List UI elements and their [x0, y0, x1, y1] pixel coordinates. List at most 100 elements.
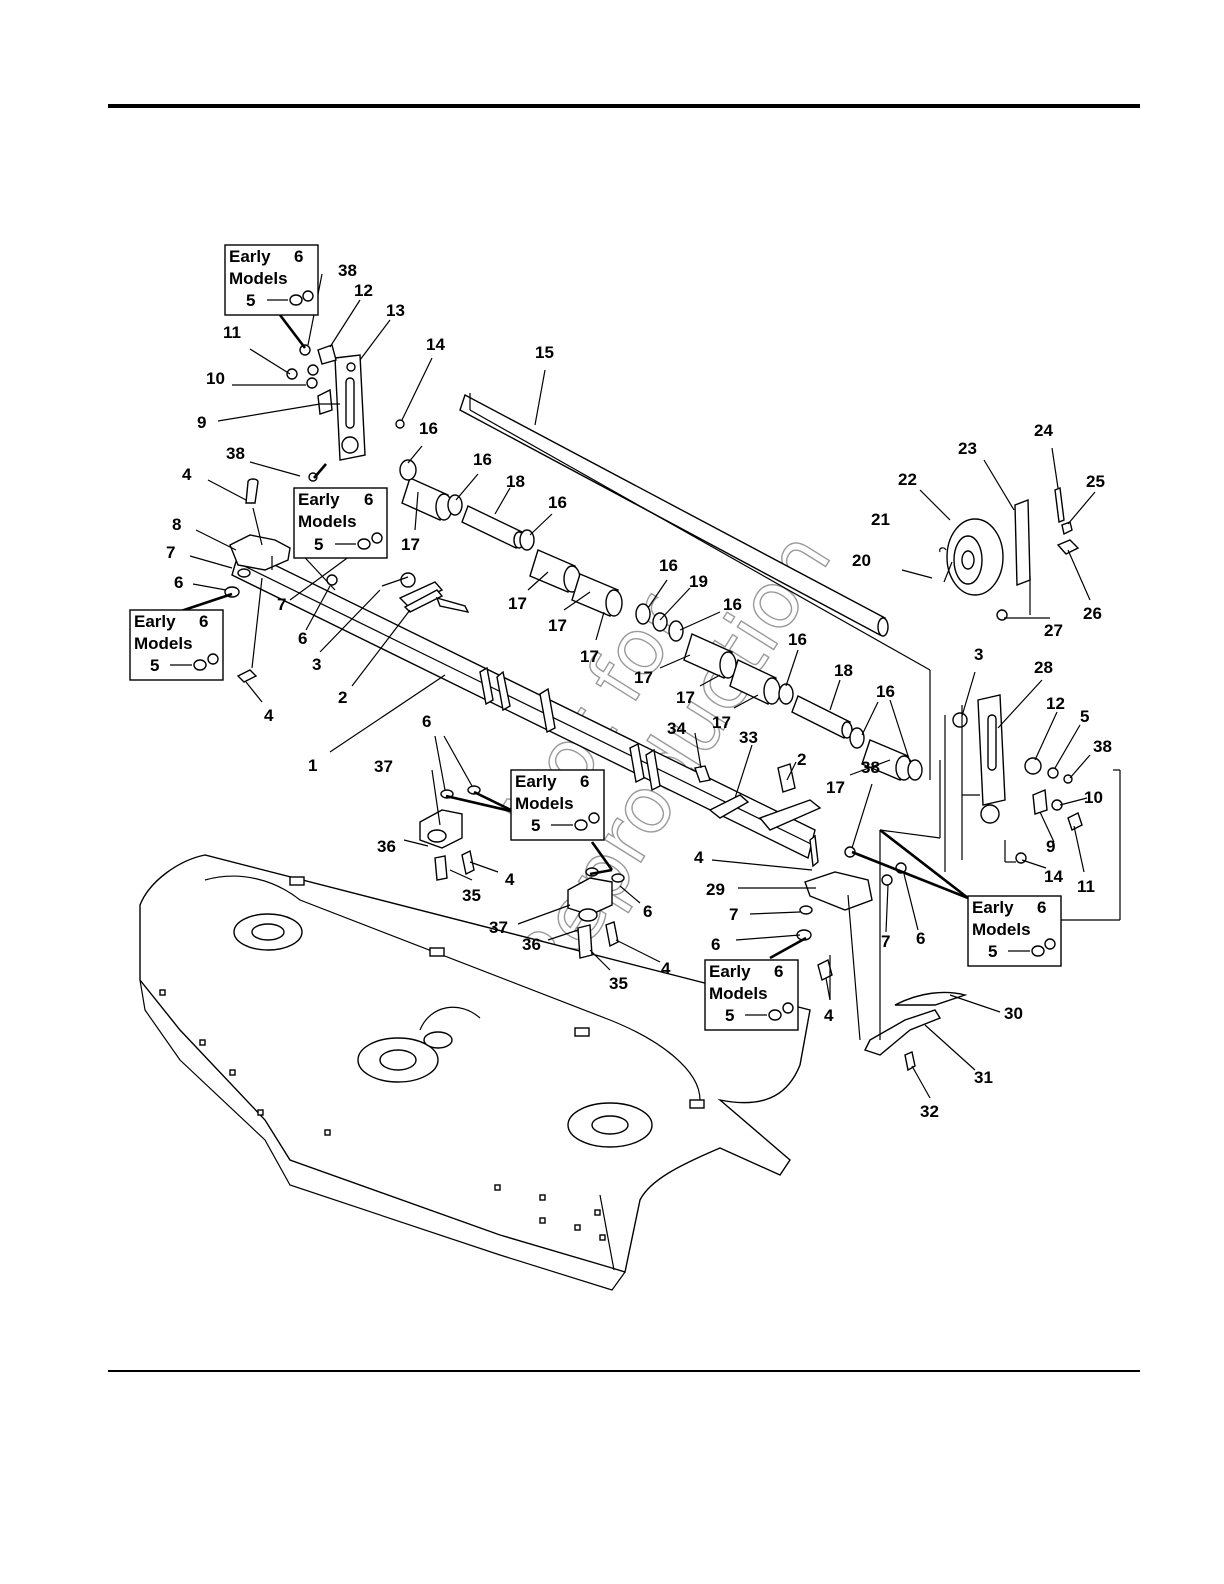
callout-17: 17 — [508, 594, 527, 613]
callout-38: 38 — [1093, 737, 1112, 756]
callout-6: 6 — [174, 573, 183, 592]
roller-assembly — [399, 459, 923, 781]
callout-3: 3 — [312, 655, 321, 674]
callout-10: 10 — [1084, 788, 1103, 807]
part-callouts: 1 2 2 3 3 4 4 4 4 4 4 5 6 6 6 6 6 6 7 7 … — [166, 261, 1112, 1121]
rod — [459, 393, 889, 637]
box-4-line-1: Early — [515, 772, 557, 791]
callout-16: 16 — [473, 450, 492, 469]
callout-6: 6 — [916, 929, 925, 948]
callout-32: 32 — [920, 1102, 939, 1121]
callout-37: 37 — [374, 757, 393, 776]
callout-30: 30 — [1004, 1004, 1023, 1023]
early-models-box-4: Early Models 6 5 — [510, 769, 605, 841]
callout-10: 10 — [206, 369, 225, 388]
callout-15: 15 — [535, 343, 554, 362]
callout-28: 28 — [1034, 658, 1053, 677]
box-4-callout-b: 5 — [531, 816, 540, 835]
callout-9: 9 — [197, 413, 206, 432]
callout-5: 5 — [1080, 707, 1089, 726]
box-6-callout-b: 5 — [988, 942, 997, 961]
callout-11: 11 — [223, 323, 241, 342]
callout-33: 33 — [739, 728, 758, 747]
callout-17: 17 — [548, 616, 567, 635]
callout-16: 16 — [788, 630, 807, 649]
lower-right-bracket — [796, 846, 968, 1072]
box-5-line-1: Early — [709, 962, 751, 981]
callout-16: 16 — [419, 419, 438, 438]
callout-17: 17 — [580, 647, 599, 666]
box-1-line-1: Early — [229, 247, 271, 266]
callout-38: 38 — [861, 758, 880, 777]
leader-lines — [189, 273, 1121, 1099]
callout-7: 7 — [729, 905, 738, 924]
early-models-box-3: Early Models 6 5 — [129, 609, 224, 681]
callout-18: 18 — [506, 472, 525, 491]
callout-2: 2 — [338, 688, 347, 707]
callout-4: 4 — [264, 706, 274, 725]
callout-18: 18 — [834, 661, 853, 680]
callout-4: 4 — [694, 848, 704, 867]
callout-21: 21 — [871, 510, 890, 529]
callout-17: 17 — [401, 535, 420, 554]
callout-14: 14 — [426, 335, 445, 354]
box-6-callout-a: 6 — [1037, 898, 1046, 917]
pivot-assemblies — [419, 763, 819, 959]
main-axle — [231, 547, 822, 860]
box-4-line-2: Models — [515, 794, 574, 813]
callout-38: 38 — [338, 261, 357, 280]
box-5-callout-a: 6 — [774, 962, 783, 981]
callout-25: 25 — [1086, 472, 1105, 491]
callout-7: 7 — [881, 932, 890, 951]
callout-36: 36 — [377, 837, 396, 856]
mower-deck — [139, 854, 811, 1291]
callout-12: 12 — [354, 281, 373, 300]
callout-17: 17 — [826, 778, 845, 797]
box-5-callout-b: 5 — [725, 1006, 734, 1025]
callout-4: 4 — [505, 870, 515, 889]
callout-14: 14 — [1044, 867, 1063, 886]
callout-3: 3 — [974, 645, 983, 664]
callout-2: 2 — [797, 750, 806, 769]
callout-13: 13 — [386, 301, 405, 320]
callout-6: 6 — [643, 902, 652, 921]
callout-16: 16 — [723, 595, 742, 614]
callout-6: 6 — [422, 712, 431, 731]
box-3-callout-a: 6 — [199, 612, 208, 631]
callout-29: 29 — [706, 880, 725, 899]
header-rule — [108, 104, 1140, 108]
box-2-callout-b: 5 — [314, 535, 323, 554]
box-3-line-2: Models — [134, 634, 193, 653]
callout-26: 26 — [1083, 604, 1102, 623]
box-4-callout-a: 6 — [580, 772, 589, 791]
callout-4: 4 — [661, 959, 671, 978]
early-models-box-1: Early Models 6 5 — [224, 244, 319, 316]
callout-35: 35 — [462, 886, 481, 905]
callout-24: 24 — [1034, 421, 1053, 440]
callout-35: 35 — [609, 974, 628, 993]
early-models-box-6: Early Models 6 5 — [967, 895, 1062, 967]
box-pointers — [177, 314, 969, 960]
box-1-line-2: Models — [229, 269, 288, 288]
callout-36: 36 — [522, 935, 541, 954]
callout-6: 6 — [711, 935, 720, 954]
callout-7: 7 — [166, 543, 175, 562]
callout-16: 16 — [659, 556, 678, 575]
callout-1: 1 — [308, 756, 317, 775]
callout-6: 6 — [298, 629, 307, 648]
box-3-callout-b: 5 — [150, 656, 159, 675]
callout-7: 7 — [277, 595, 286, 614]
callout-17: 17 — [712, 713, 731, 732]
callout-37: 37 — [489, 918, 508, 937]
callout-22: 22 — [898, 470, 917, 489]
callout-20: 20 — [852, 551, 871, 570]
callout-4: 4 — [182, 465, 192, 484]
early-models-box-2: Early Models 6 5 — [293, 487, 388, 559]
box-5-line-2: Models — [709, 984, 768, 1003]
callout-11: 11 — [1077, 877, 1095, 896]
callout-27: 27 — [1044, 621, 1063, 640]
callout-16: 16 — [876, 682, 895, 701]
box-6-line-2: Models — [972, 920, 1031, 939]
box-2-callout-a: 6 — [364, 490, 373, 509]
